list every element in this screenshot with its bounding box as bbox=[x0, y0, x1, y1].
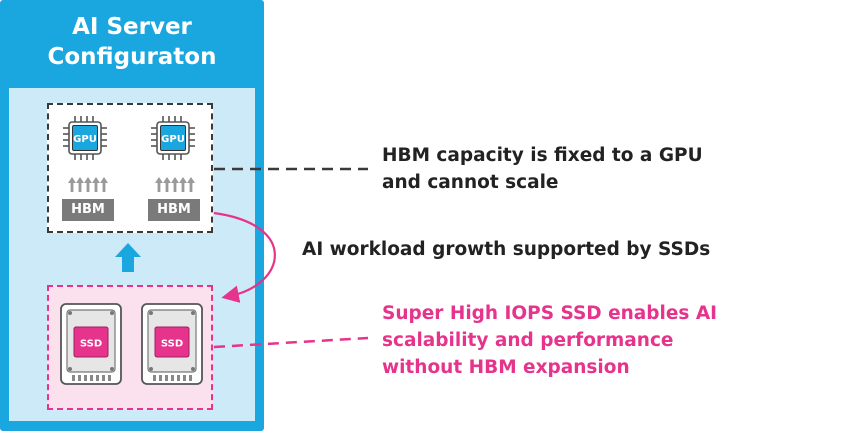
ssd-label: SSD bbox=[161, 339, 183, 350]
ssd-drive-icon: SSD bbox=[60, 303, 122, 385]
hbm-block: HBM bbox=[62, 199, 114, 221]
ssd-label: SSD bbox=[80, 339, 102, 350]
gpu-chip-icon: GPU bbox=[151, 116, 195, 160]
growth-callout-text: AI workload growth supported by SSDs bbox=[302, 239, 711, 260]
hbm-callout-line1: HBM capacity is fixed to a GPU bbox=[382, 145, 703, 166]
growth-callout: AI workload growth supported by SSDs bbox=[302, 236, 710, 263]
gpu-chip-label: GPU bbox=[73, 134, 97, 145]
ssd-callout: Super High IOPS SSD enables AI scalabili… bbox=[382, 300, 717, 381]
ssd-callout-line2: scalability and performance bbox=[382, 330, 674, 351]
server-title-line1: AI Server bbox=[72, 14, 192, 40]
hbm-callout: HBM capacity is fixed to a GPU and canno… bbox=[382, 142, 703, 196]
server-title: AI Server Configuraton bbox=[0, 12, 264, 72]
server-title-line2: Configuraton bbox=[47, 44, 217, 70]
curved-arrow-icon bbox=[213, 211, 276, 303]
hbm-callout-line2: and cannot scale bbox=[382, 172, 559, 193]
hbm-block: HBM bbox=[148, 199, 200, 221]
ssd-callout-line1: Super High IOPS SSD enables AI bbox=[382, 303, 718, 324]
blue-up-arrow-icon bbox=[115, 243, 141, 272]
gpu-chip-icon: GPU bbox=[63, 116, 107, 160]
gpu-chip-label: GPU bbox=[161, 134, 185, 145]
ssd-callout-line3: without HBM expansion bbox=[382, 357, 630, 378]
ssd-callout-connector bbox=[213, 336, 369, 349]
ssd-drive-icon: SSD bbox=[141, 303, 203, 385]
